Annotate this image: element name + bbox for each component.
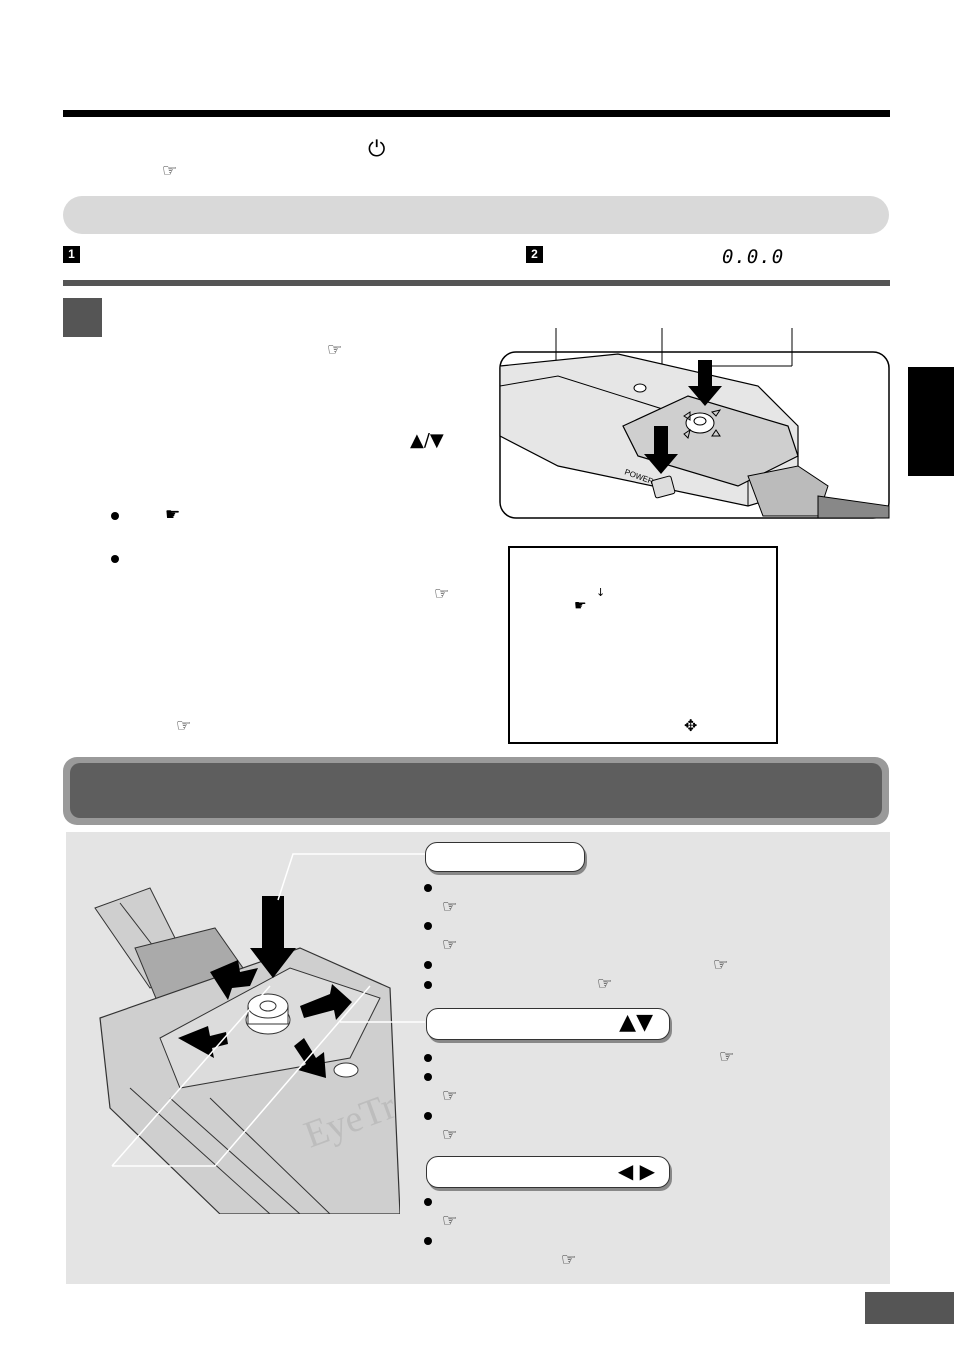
middle-rule	[63, 280, 890, 286]
pointer-hand-icon: ☛	[574, 598, 587, 614]
reference-icon: ☞	[442, 1125, 458, 1145]
reference-icon: ☞	[597, 974, 613, 994]
chapter-tab	[908, 367, 954, 476]
reference-icon: ☞	[442, 1086, 458, 1106]
left-right-arrows-icon: ◀ ▶	[617, 1159, 655, 1183]
bullet	[424, 961, 432, 969]
bullet	[424, 922, 432, 930]
reference-icon: ☞	[327, 340, 343, 360]
reference-icon: ☞	[434, 584, 450, 604]
remote-control-illustration: POWER	[499, 328, 890, 519]
bullet	[424, 1198, 432, 1206]
reference-icon: ☞	[719, 1047, 735, 1067]
up-down-arrows-icon: ▲/▼	[410, 430, 444, 451]
section-banner-inner	[70, 763, 882, 818]
bullet	[111, 555, 119, 563]
reference-icon: ☞	[561, 1250, 577, 1270]
reference-icon: ☞	[442, 897, 458, 917]
reference-icon: ☞	[713, 955, 729, 975]
leader-lines	[111, 853, 425, 1167]
callout-left-right: ◀ ▶	[426, 1156, 670, 1188]
bullet	[111, 512, 119, 520]
reference-icon: ☞	[176, 716, 192, 736]
bullet	[424, 1054, 432, 1062]
pointer-hand-icon: ☛	[165, 505, 181, 525]
callout-press	[425, 842, 585, 872]
page-number-tab	[865, 1292, 954, 1324]
reference-icon: ☞	[442, 1211, 458, 1231]
bullet	[424, 981, 432, 989]
bullet	[424, 1112, 432, 1120]
joystick-illustration: EyeTr	[94, 887, 400, 1214]
bullet	[424, 884, 432, 892]
down-arrow-icon: ↓	[596, 586, 606, 599]
reference-icon: ☞	[162, 161, 178, 181]
step-number-2: 2	[526, 246, 543, 263]
section-marker	[63, 298, 102, 337]
display-code: 0.0.0	[722, 246, 785, 268]
power-symbol-icon: ⏻	[368, 137, 386, 162]
reference-icon: ☞	[442, 935, 458, 955]
bullet	[424, 1237, 432, 1245]
top-rule	[63, 110, 890, 117]
up-down-arrows-icon: ▲▼	[619, 1010, 653, 1035]
bullet	[424, 1073, 432, 1081]
osd-screen: ↓ ☛ ✥	[508, 546, 778, 744]
step-number-1: 1	[63, 246, 80, 263]
callout-up-down: ▲▼	[426, 1008, 670, 1040]
joystick-icon: ✥	[684, 716, 698, 735]
section-header-pill	[63, 196, 889, 234]
